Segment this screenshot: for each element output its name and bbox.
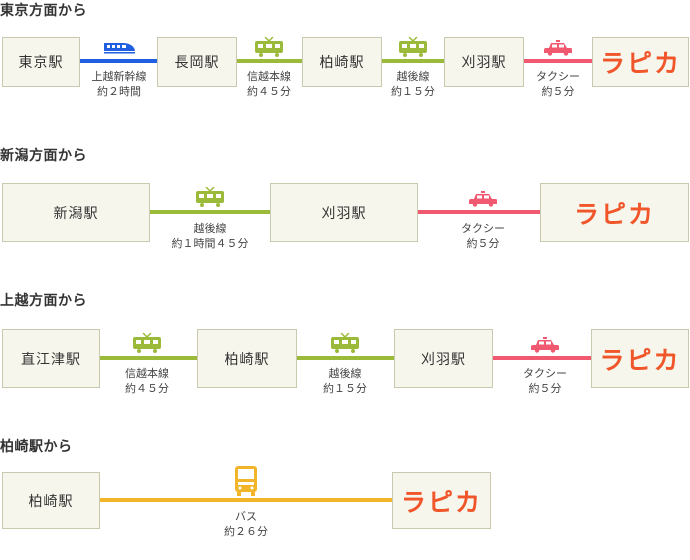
station-label: 刈羽駅 xyxy=(461,55,507,71)
section-title-niigata: 新潟方面から xyxy=(0,148,87,164)
segment-label: 信越本線約４５分 xyxy=(125,366,169,396)
station-label: 東京駅 xyxy=(18,55,64,71)
segment-label: タクシー約５分 xyxy=(536,69,580,99)
station-label: 新潟駅 xyxy=(53,205,99,222)
destination-rapika[interactable]: ラピカ xyxy=(540,183,689,242)
station-kashiwazaki: 柏崎駅 xyxy=(197,329,297,388)
destination-rapika[interactable]: ラピカ xyxy=(591,329,689,388)
rapika-logo: ラピカ xyxy=(599,49,681,78)
station-naoetsu: 直江津駅 xyxy=(2,329,100,388)
travel-time: 約５分 xyxy=(541,85,575,98)
line-name: タクシー xyxy=(536,70,580,83)
station-label: 刈羽駅 xyxy=(321,205,367,222)
travel-time: 約５分 xyxy=(466,237,500,250)
rapika-logo: ラピカ xyxy=(599,345,681,375)
travel-time: 約１５分 xyxy=(323,382,367,395)
line-name: タクシー xyxy=(461,222,505,235)
rapika-logo: ラピカ xyxy=(400,487,482,517)
train-icon xyxy=(196,187,224,207)
line-name: タクシー xyxy=(523,367,567,380)
segment-label: 越後線約１時間４５分 xyxy=(172,221,249,251)
station-label: 刈羽駅 xyxy=(421,351,466,368)
taxi-icon xyxy=(531,337,559,353)
train-icon xyxy=(255,37,283,57)
station-tokyo: 東京駅 xyxy=(2,37,80,87)
travel-time: 約２時間 xyxy=(97,85,141,98)
route-line-train xyxy=(150,210,270,214)
route-line-train xyxy=(100,356,197,360)
segment-label: 越後線約１５分 xyxy=(323,366,367,396)
travel-time: 約１５分 xyxy=(391,85,435,98)
travel-time: 約４５分 xyxy=(125,382,169,395)
segment-label: 信越本線約４５分 xyxy=(247,69,291,99)
segment-label: バス約２６分 xyxy=(224,509,268,539)
segment-label: タクシー約５分 xyxy=(523,366,567,396)
route-line-train xyxy=(237,59,302,63)
station-niigata: 新潟駅 xyxy=(2,183,150,242)
station-kashiwazaki: 柏崎駅 xyxy=(302,37,382,87)
rapika-logo: ラピカ xyxy=(573,199,655,229)
line-name: バス xyxy=(235,510,257,523)
line-name: 信越本線 xyxy=(247,70,291,83)
section-title-tokyo: 東京方面から xyxy=(0,3,87,19)
line-name: 上越新幹線 xyxy=(91,70,147,83)
route-line-taxi xyxy=(524,59,592,63)
taxi-icon xyxy=(544,40,572,56)
station-label: 直江津駅 xyxy=(21,351,81,368)
travel-time: 約５分 xyxy=(528,382,562,395)
segment-label: 越後線約１５分 xyxy=(391,69,435,99)
station-label: 柏崎駅 xyxy=(319,55,365,71)
destination-rapika[interactable]: ラピカ xyxy=(592,37,689,87)
station-kariwa: 刈羽駅 xyxy=(270,183,418,242)
travel-time: 約１時間４５分 xyxy=(171,237,249,250)
bullet-train-icon xyxy=(104,43,135,54)
section-title-kashiwazaki: 柏崎駅から xyxy=(0,439,73,455)
route-line-taxi xyxy=(418,210,540,214)
taxi-icon xyxy=(469,191,497,207)
route-line-train xyxy=(297,356,394,360)
bus-icon xyxy=(235,466,257,496)
section-title-joetsu: 上越方面から xyxy=(0,293,87,309)
station-kashiwazaki: 柏崎駅 xyxy=(2,472,100,529)
station-label: 柏崎駅 xyxy=(224,351,270,368)
station-kariwa: 刈羽駅 xyxy=(394,329,493,388)
travel-time: 約４５分 xyxy=(247,85,291,98)
line-name: 越後線 xyxy=(193,222,227,235)
segment-label: タクシー約５分 xyxy=(461,221,505,251)
train-icon xyxy=(133,333,161,353)
station-kariwa: 刈羽駅 xyxy=(444,37,524,87)
destination-rapika[interactable]: ラピカ xyxy=(392,472,491,529)
train-icon xyxy=(399,37,427,57)
line-name: 越後線 xyxy=(328,367,362,380)
route-line-shinkansen xyxy=(80,59,157,63)
train-icon xyxy=(331,333,359,353)
line-name: 信越本線 xyxy=(125,367,169,380)
travel-time: 約２６分 xyxy=(224,525,268,538)
station-label: 長岡駅 xyxy=(174,55,220,71)
route-line-bus xyxy=(100,498,392,502)
route-line-taxi xyxy=(493,356,591,360)
station-label: 柏崎駅 xyxy=(28,493,74,510)
segment-label: 上越新幹線約２時間 xyxy=(92,69,147,99)
route-line-train xyxy=(382,59,444,63)
station-nagaoka: 長岡駅 xyxy=(157,37,237,87)
line-name: 越後線 xyxy=(396,70,430,83)
